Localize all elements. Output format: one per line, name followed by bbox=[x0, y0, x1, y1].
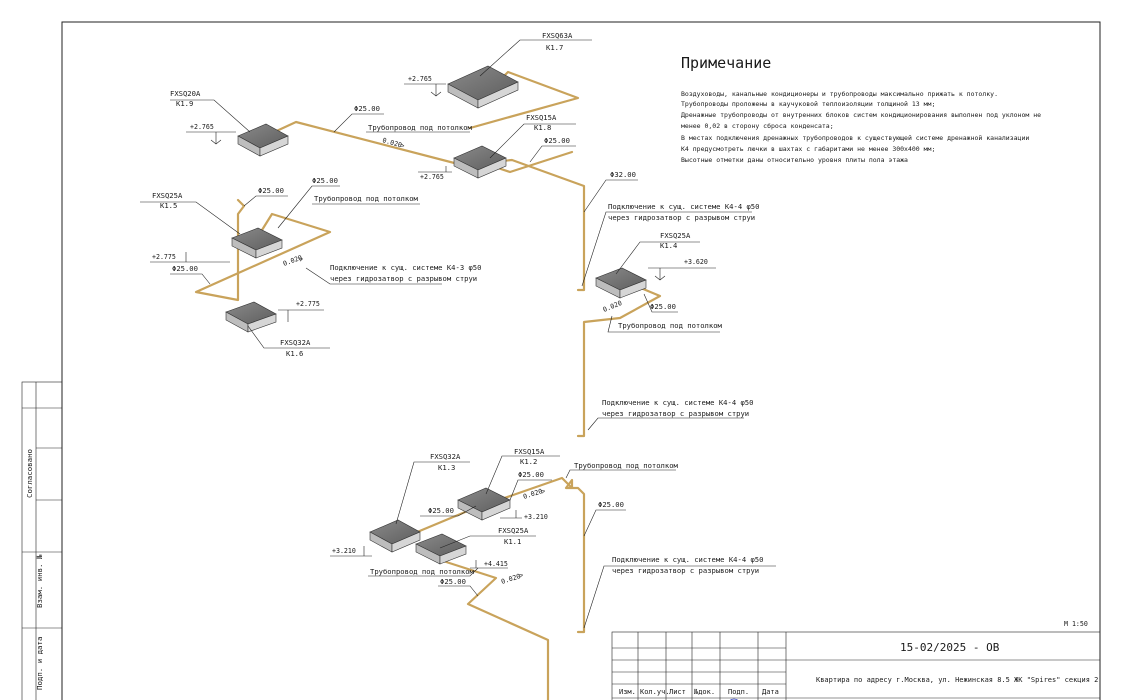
unit-k17-tag: K1.7 bbox=[546, 43, 563, 52]
unit-k16-model: FXSQ32A bbox=[280, 338, 311, 347]
unit-k15-level: +2.775 bbox=[152, 253, 176, 261]
unit-k17-level: +2.765 bbox=[408, 75, 432, 83]
stamp-address: Квартира по адресу г.Москва, ул. Нежинск… bbox=[816, 676, 1098, 684]
notes-line-7: Высотные отметки даны относительно уровн… bbox=[681, 156, 908, 164]
label-conn-k44-upper: Подключение к сущ. системе К4-4 φ50 bbox=[608, 202, 759, 211]
slope-arrow-bottom: > bbox=[518, 571, 524, 580]
pipe-main-top bbox=[268, 120, 586, 292]
unit-k15-model: FXSQ25A bbox=[152, 191, 183, 200]
unit-k18-level: +2.765 bbox=[420, 173, 444, 181]
unit-k12-box bbox=[457, 487, 511, 521]
unit-k13-tag: K1.3 bbox=[438, 463, 455, 472]
title-stamp: Изм. Кол.уч. Лист №док. Подп. Дата 15-02… bbox=[611, 631, 1101, 700]
notes-line-1: Воздуховоды, канальные кондиционеры и тр… bbox=[681, 90, 998, 98]
stamp-code: 15-02/2025 - ОВ bbox=[900, 641, 1000, 654]
label-d25-left-low: Φ25.00 bbox=[172, 264, 198, 273]
slope-arrow-bottom-top: > bbox=[540, 487, 546, 496]
unit-k18-model: FXSQ15A bbox=[526, 113, 557, 122]
label-trap-mid: через гидрозатвор с разрывом струи bbox=[602, 409, 749, 418]
notes-line-4: менее 0,02 в сторону сброса конденсата; bbox=[681, 122, 834, 130]
label-d25-bottom-b: Φ25.00 bbox=[440, 577, 466, 586]
unit-k16-tag: K1.6 bbox=[286, 349, 303, 358]
annotations: FXSQ63A K1.7 +2.765 FXSQ20A K1.9 +2.765 … bbox=[140, 31, 776, 629]
stamp-col-data: Дата bbox=[762, 688, 779, 696]
label-conn-k44-bottom: Подключение к сущ. системе К4-4 φ50 bbox=[612, 555, 763, 564]
unit-k12-tag: K1.2 bbox=[520, 457, 537, 466]
unit-k12-model: FXSQ15A bbox=[514, 447, 545, 456]
label-d25-left-mid: Φ25.00 bbox=[312, 176, 338, 185]
unit-k11-box bbox=[415, 533, 467, 565]
label-slope-k14: 0.020 bbox=[602, 299, 623, 314]
pipe-riser-k14 bbox=[576, 284, 662, 438]
unit-k11-tag: K1.1 bbox=[504, 537, 521, 546]
label-conn-k43: Подключение к сущ. системе К4-3 φ50 bbox=[330, 263, 481, 272]
unit-k15-box bbox=[231, 227, 283, 259]
unit-k12-dia: Φ25.00 bbox=[518, 470, 544, 479]
unit-k11-level: +4.415 bbox=[484, 560, 508, 568]
stamp-col-list: Лист bbox=[669, 688, 686, 696]
drain-pipes bbox=[194, 70, 662, 700]
label-d25-bottom-right: Φ25.00 bbox=[598, 500, 624, 509]
unit-k13-model: FXSQ32A bbox=[430, 452, 461, 461]
side-inv-label: Взам. инв. № bbox=[35, 554, 44, 608]
side-stamp: Согласовано Взам. инв. № Подп. и дата bbox=[21, 381, 63, 700]
label-d25-bottom-a: Φ25.00 bbox=[428, 506, 454, 515]
unit-k11-model: FXSQ25A bbox=[498, 526, 529, 535]
unit-k14-model: FXSQ25A bbox=[660, 231, 691, 240]
label-trap-bottom: через гидрозатвор с разрывом струи bbox=[612, 566, 759, 575]
label-pipe-ceiling-bottom-top: Трубопровод под потолком bbox=[574, 461, 679, 470]
notes-line-5: В местах подключения дренажных трубопров… bbox=[681, 134, 1029, 142]
label-d25-top: Φ25.00 bbox=[354, 104, 380, 113]
unit-k16-box bbox=[225, 301, 277, 333]
unit-k19-model: FXSQ20A bbox=[170, 89, 201, 98]
unit-k13-box bbox=[369, 519, 421, 553]
indoor-units bbox=[225, 65, 647, 565]
unit-k16-level: +2.775 bbox=[296, 300, 320, 308]
side-agreed-label: Согласовано bbox=[25, 449, 34, 498]
unit-k12-level: +3.210 bbox=[524, 513, 548, 521]
pipe-bottom-branch bbox=[438, 558, 550, 700]
label-pipe-ceiling-bottom: Трубопровод под потолком bbox=[370, 567, 475, 576]
unit-k13-level: +3.210 bbox=[332, 547, 356, 555]
notes-block: Примечание Воздуховоды, канальные кондиц… bbox=[681, 54, 1041, 164]
unit-k18-dia: Φ25.00 bbox=[544, 136, 570, 145]
side-sign-date-label: Подп. и дата bbox=[35, 637, 44, 690]
slope-arrow-left: > bbox=[298, 255, 304, 264]
notes-line-6: К4 предусмотреть лючки в шахтах с габари… bbox=[681, 145, 935, 153]
unit-k19-box bbox=[237, 123, 289, 157]
label-pipe-ceiling-top: Трубопровод под потолком bbox=[368, 123, 473, 132]
notes-title: Примечание bbox=[681, 54, 771, 72]
label-trap-left: через гидрозатвор с разрывом струи bbox=[330, 274, 477, 283]
unit-k19-tag: K1.9 bbox=[176, 99, 193, 108]
unit-k19-level: +2.765 bbox=[190, 123, 214, 131]
stamp-col-izm: Изм. bbox=[619, 688, 636, 696]
label-pipe-ceiling-left: Трубопровод под потолком bbox=[314, 194, 419, 203]
unit-k17-box bbox=[447, 65, 519, 109]
unit-k14-box bbox=[595, 267, 647, 299]
label-d25-left-top: Φ25.00 bbox=[258, 186, 284, 195]
notes-line-3: Дренажные трубопроводы от внутренних бло… bbox=[681, 111, 1041, 119]
scale-label: М 1:50 bbox=[1064, 620, 1088, 628]
label-conn-k44-mid: Подключение к сущ. системе К4-4 φ50 bbox=[602, 398, 753, 407]
pipe-left-loop bbox=[194, 198, 332, 302]
notes-line-2: Трубопроводы проложены в каучуковой тепл… bbox=[681, 100, 935, 108]
unit-k18-box bbox=[453, 145, 507, 179]
stamp-col-podp: Подп. bbox=[728, 688, 749, 696]
unit-k14-dia: Φ25.00 bbox=[650, 302, 676, 311]
unit-k14-tag: K1.4 bbox=[660, 241, 677, 250]
stamp-col-ndok: №док. bbox=[693, 688, 715, 696]
stamp-col-koluch: Кол.уч. bbox=[640, 688, 670, 696]
label-trap-upper: через гидрозатвор с разрывом струи bbox=[608, 213, 755, 222]
unit-k18-tag: K1.8 bbox=[534, 123, 551, 132]
unit-k15-tag: K1.5 bbox=[160, 201, 177, 210]
unit-k14-level: +3.620 bbox=[684, 258, 708, 266]
slope-arrow-top: > bbox=[399, 141, 405, 150]
label-pipe-ceiling-k14: Трубопровод под потолком bbox=[618, 321, 723, 330]
label-d32: Φ32.00 bbox=[610, 170, 636, 179]
drawing-frame bbox=[61, 21, 1101, 700]
unit-k17-model: FXSQ63A bbox=[542, 31, 573, 40]
